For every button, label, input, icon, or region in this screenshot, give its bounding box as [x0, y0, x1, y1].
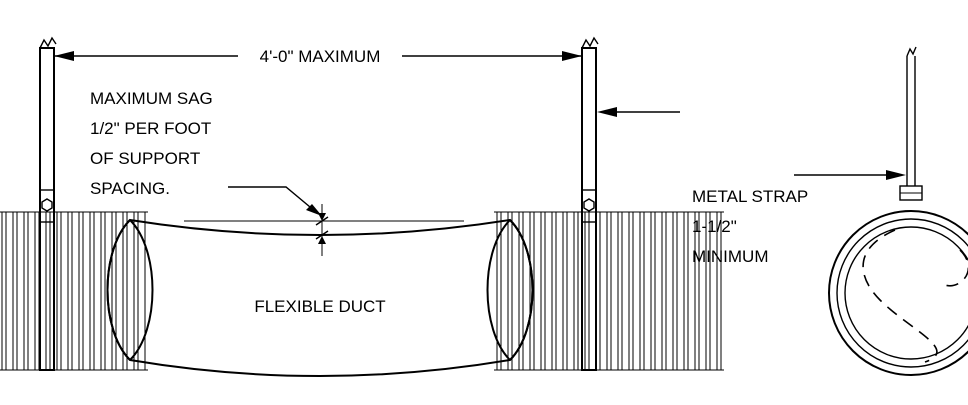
sag-note-line-4: SPACING. [90, 179, 170, 198]
sag-leader [228, 186, 322, 216]
flexible-duct-body [106, 218, 534, 377]
sag-dimension [184, 204, 464, 256]
support-strap-left [39, 36, 57, 371]
strap-leader-1 [597, 107, 680, 117]
duct-label: FLEXIBLE DUCT [254, 297, 385, 316]
dimension-line [54, 51, 582, 61]
section-view [828, 46, 968, 376]
duct-corrugated-right [494, 211, 724, 371]
support-strap-right [581, 36, 599, 371]
strap-note-line-1: METAL STRAP [692, 187, 808, 206]
strap-leader-2 [794, 170, 906, 180]
sag-note-line-3: OF SUPPORT [90, 149, 200, 168]
dimension-label: 4'-0" MAXIMUM [260, 47, 381, 66]
strap-note: METAL STRAP 1-1/2" MINIMUM [692, 187, 808, 266]
strap-note-line-2: 1-1/2" [692, 217, 737, 236]
sag-note-line-1: MAXIMUM SAG [90, 89, 213, 108]
sag-note: MAXIMUM SAG 1/2" PER FOOT OF SUPPORT SPA… [90, 89, 213, 198]
duct-corrugated-left [0, 211, 148, 371]
sag-note-line-2: 1/2" PER FOOT [90, 119, 211, 138]
strap-note-line-3: MINIMUM [692, 247, 768, 266]
